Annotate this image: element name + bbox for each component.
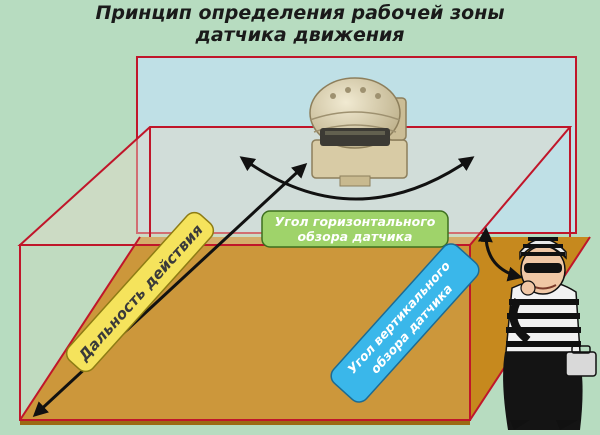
horizontal-sweep-arrow: [239, 156, 475, 201]
horizontal-label-line-1: Угол горизонтального: [275, 214, 436, 229]
diagram-title: Принцип определения рабочей зоны датчика…: [40, 2, 560, 46]
range-arrow: [32, 162, 308, 418]
motion-sensor-icon: [309, 77, 408, 187]
vertical-angle-arrow: [477, 227, 523, 282]
burglar-icon: [503, 237, 597, 430]
title-line-1: Принцип определения рабочей зоны: [95, 2, 505, 24]
floor-front-face: [20, 420, 470, 425]
horizontal-label-line-2: обзора датчика: [298, 229, 413, 244]
title-line-2: датчика движения: [195, 24, 405, 46]
horizontal-angle-label: Угол горизонтального обзора датчика: [261, 210, 449, 248]
